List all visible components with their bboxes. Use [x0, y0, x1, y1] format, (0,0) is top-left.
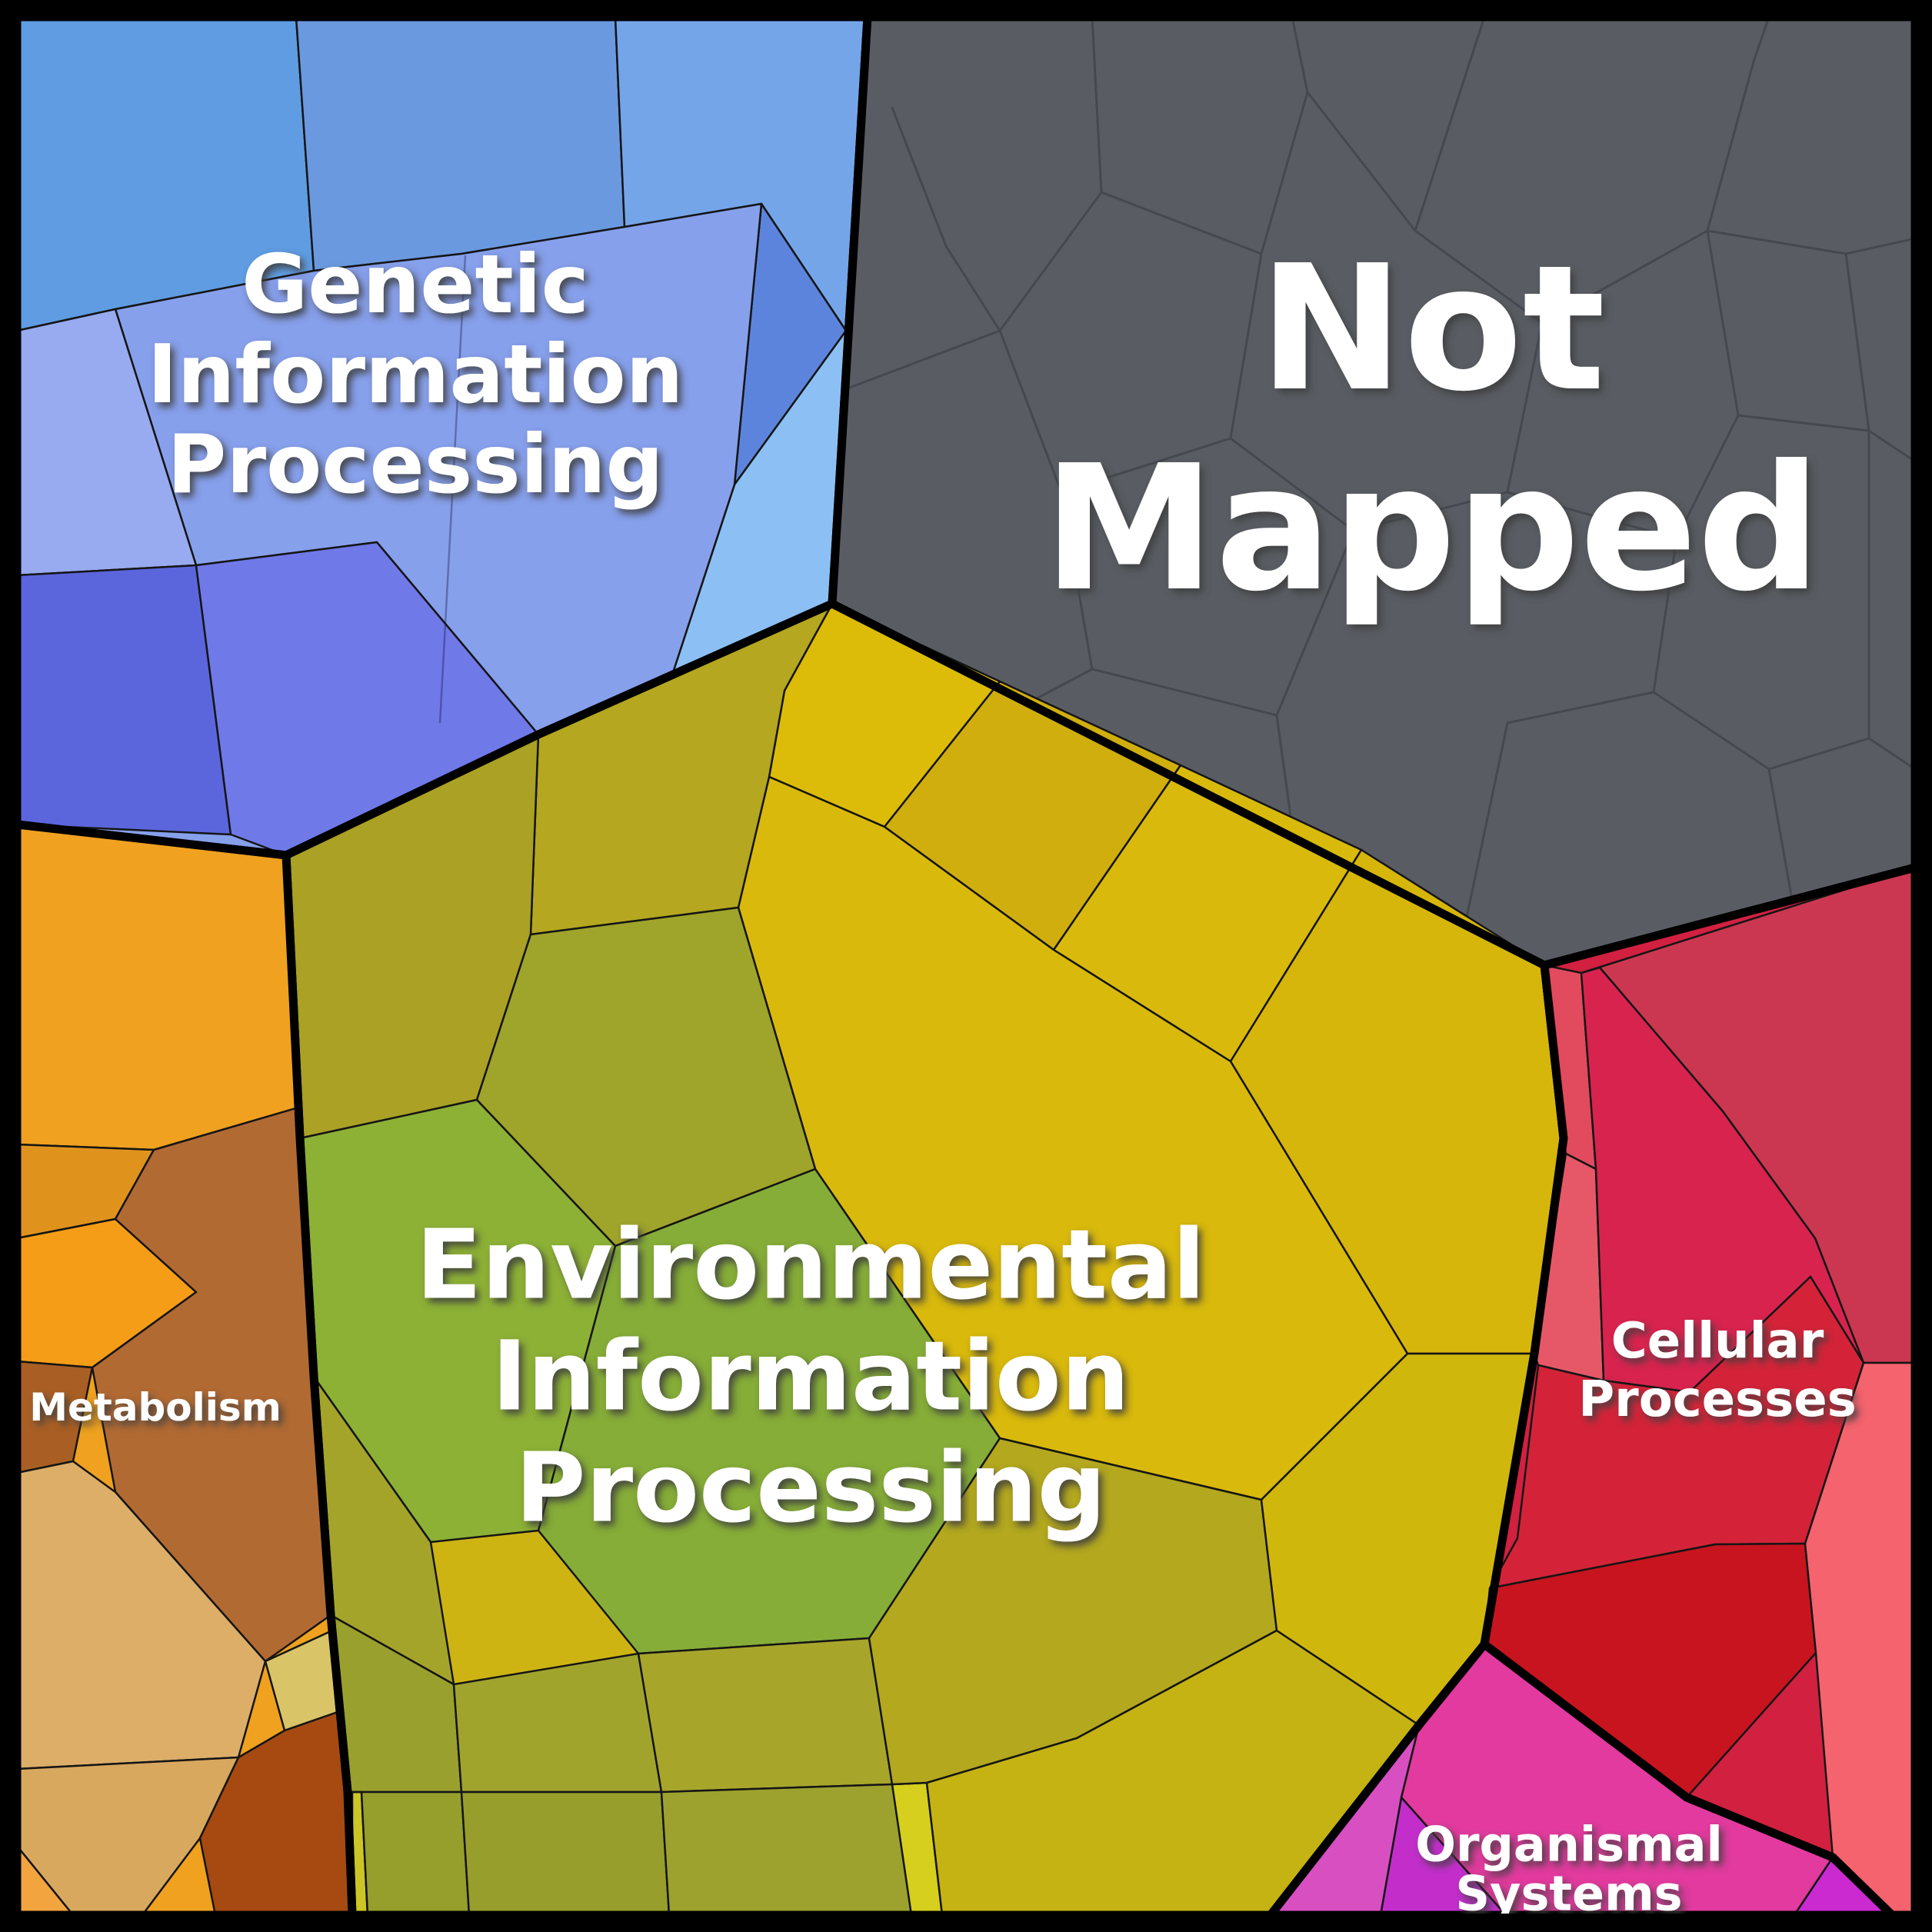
region-label-genetic-information-processing: Processing	[167, 418, 663, 511]
region-label-organismal-systems: Organismal	[1415, 1817, 1723, 1873]
region-label-not-mapped: Not	[1259, 228, 1605, 430]
cell-divider-line	[438, 255, 467, 724]
treemap-cell	[346, 1790, 471, 1917]
treemap-cell	[15, 564, 232, 836]
cell-divider-line	[1867, 737, 1917, 771]
cell-divider-line	[846, 15, 1103, 390]
cell-divider-line	[1414, 15, 1486, 232]
cell-divider-line	[1767, 768, 1794, 901]
region-label-environmental-information-processing: Environmental	[416, 1210, 1205, 1321]
region-label-genetic-information-processing: Information	[148, 328, 684, 421]
treemap-cell	[637, 1637, 894, 1794]
cell-divider-line	[1060, 491, 1355, 717]
cell-divider-line	[1229, 321, 1544, 532]
cell-divider-line	[1844, 237, 1917, 255]
treemap-cell	[295, 15, 626, 272]
treemap-root: GeneticInformationProcessingNotMappedEnv…	[12, 12, 1920, 1922]
cell-divider-line	[891, 106, 1001, 332]
region-base-not-mapped	[832, 17, 1915, 965]
cell-divider-line	[998, 252, 1263, 494]
cell-divider-line	[1652, 429, 1870, 771]
treemap-cell	[460, 1790, 671, 1917]
region-label-cellular-processes: Processes	[1578, 1371, 1856, 1428]
cell-divider-line	[1867, 429, 1917, 463]
treemap-cell	[660, 1783, 913, 1917]
cell-divider-line	[1306, 15, 1770, 325]
region-label-metabolism: Metabolism	[29, 1385, 281, 1430]
region-label-environmental-information-processing: Processing	[515, 1433, 1106, 1544]
cell-divider-line	[1100, 191, 1263, 255]
region-label-organismal-systems: Systems	[1455, 1866, 1682, 1922]
region-label-not-mapped: Mapped	[1043, 428, 1821, 630]
region-label-genetic-information-processing: Genetic	[242, 238, 589, 331]
region-label-cellular-processes: Cellular	[1611, 1313, 1824, 1370]
treemap-cell	[15, 823, 300, 1151]
cell-divider-line	[1706, 229, 1870, 432]
region-label-environmental-information-processing: Information	[491, 1321, 1129, 1433]
region-metabolism: Metabolism	[12, 820, 357, 1920]
